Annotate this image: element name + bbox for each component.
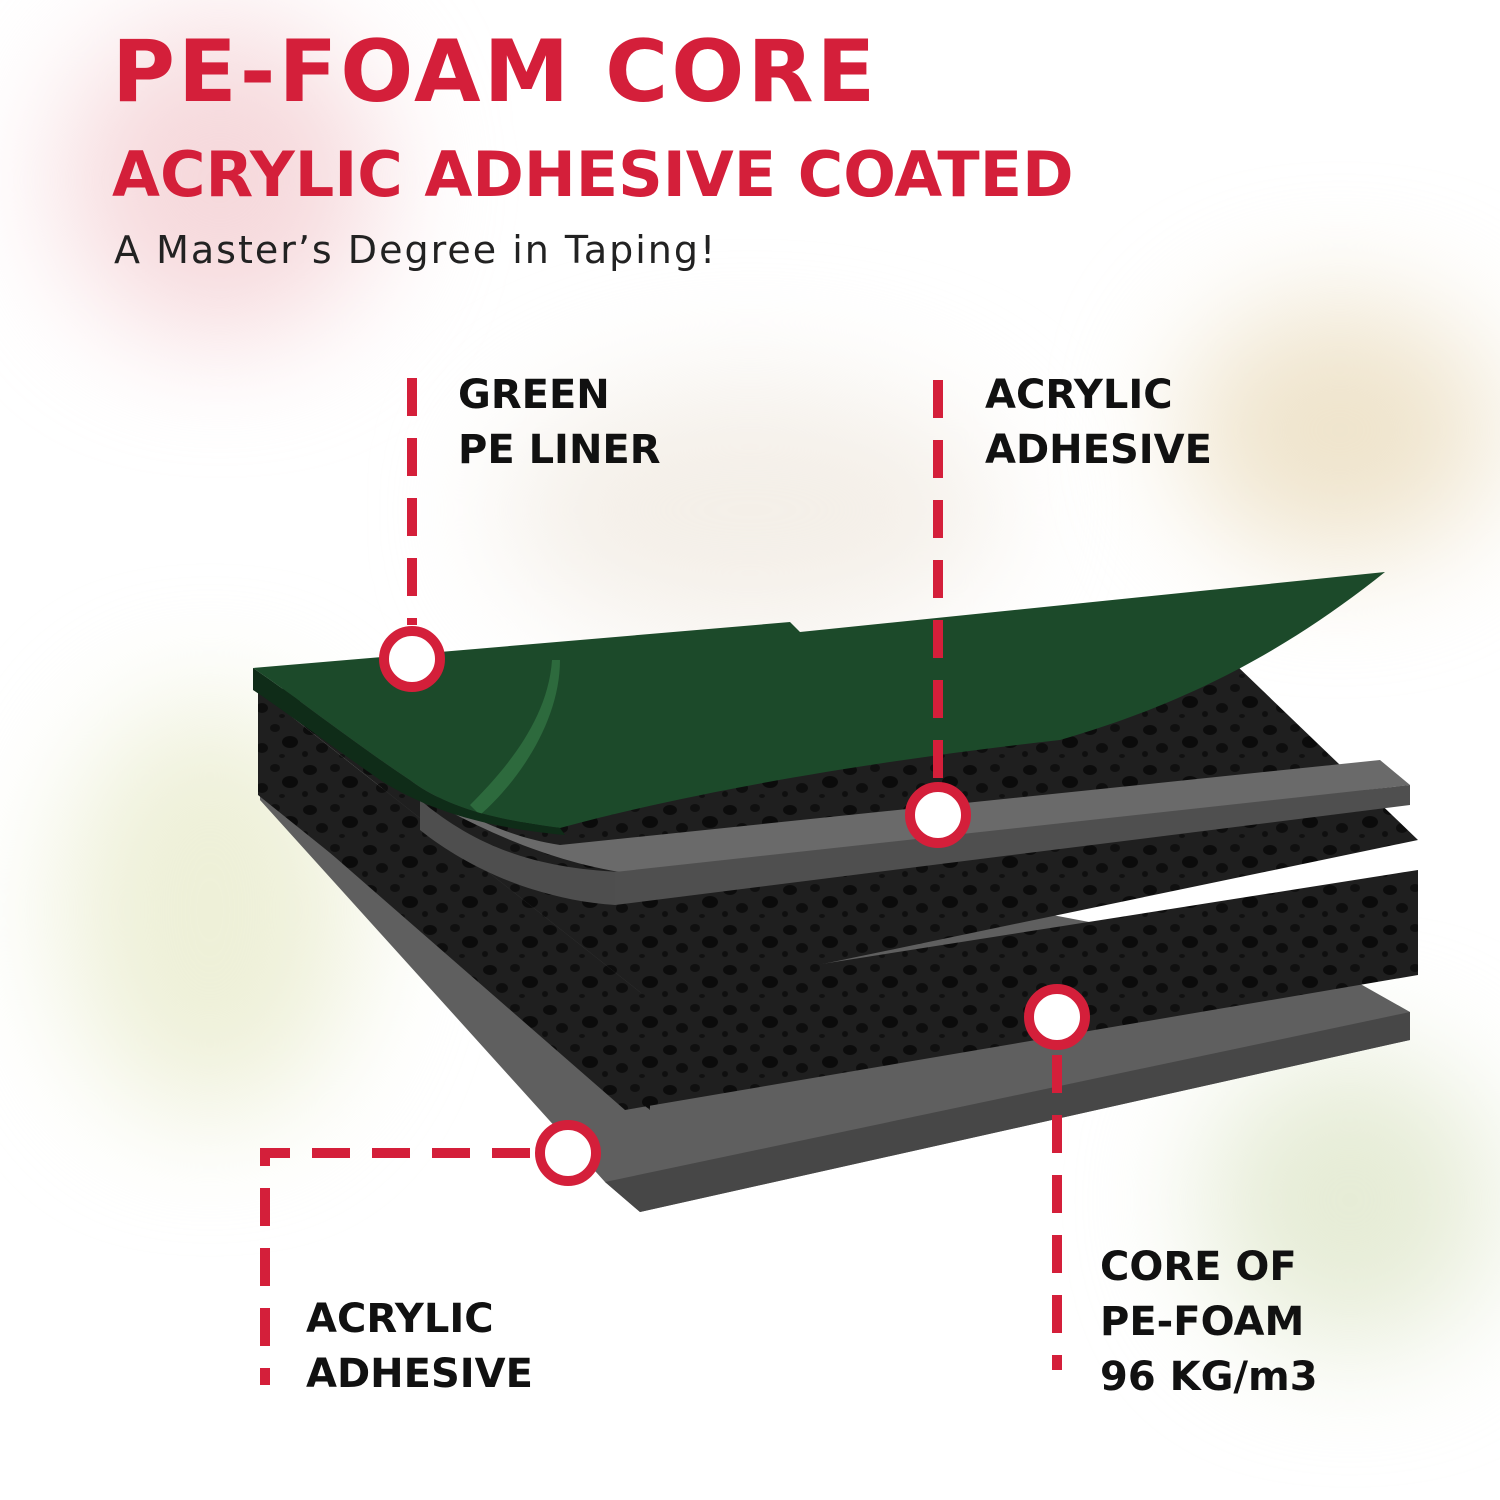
marker-adhesive-bottom bbox=[535, 1120, 601, 1186]
green-liner-top bbox=[253, 572, 1385, 828]
callout-line: ACRYLIC bbox=[306, 1296, 494, 1342]
top-adhesive-edge bbox=[615, 785, 1410, 905]
callout-acrylic-adhesive-top: ACRYLIC ADHESIVE bbox=[985, 368, 1212, 478]
callout-pe-foam-core: CORE OF PE-FOAM 96 KG/m3 bbox=[1100, 1240, 1318, 1405]
callout-line: ADHESIVE bbox=[306, 1351, 533, 1397]
callout-line: ACRYLIC bbox=[985, 372, 1173, 418]
top-adhesive-layer bbox=[300, 680, 1410, 875]
marker-core bbox=[1024, 984, 1090, 1050]
background-blob bbox=[1200, 1050, 1500, 1350]
callout-line: PE LINER bbox=[458, 427, 661, 473]
leader-line-adhesive-bottom bbox=[260, 1148, 530, 1385]
callout-acrylic-adhesive-bottom: ACRYLIC ADHESIVE bbox=[306, 1292, 533, 1402]
top-adhesive-underside bbox=[420, 800, 620, 905]
green-liner-curl bbox=[470, 660, 560, 815]
background-blob bbox=[1180, 300, 1500, 560]
callout-line: GREEN bbox=[458, 372, 610, 418]
callout-line: ADHESIVE bbox=[985, 427, 1212, 473]
callout-green-pe-liner: GREEN PE LINER bbox=[458, 368, 661, 478]
callout-line: 96 KG/m3 bbox=[1100, 1354, 1318, 1400]
bottom-adhesive-edge bbox=[605, 1012, 1410, 1212]
callout-line: PE-FOAM bbox=[1100, 1299, 1305, 1345]
background-blob bbox=[60, 20, 380, 340]
foam-core-front-face bbox=[625, 870, 1418, 1110]
main-title: PE-FOAM CORE bbox=[112, 22, 879, 122]
marker-adhesive-top bbox=[905, 782, 971, 848]
callout-line: CORE OF bbox=[1100, 1244, 1297, 1290]
marker-liner bbox=[379, 626, 445, 692]
tagline: A Master’s Degree in Taping! bbox=[114, 228, 718, 272]
background-blob bbox=[500, 380, 1000, 640]
main-subtitle: ACRYLIC ADHESIVE COATED bbox=[112, 138, 1074, 211]
foam-core-side-face bbox=[258, 690, 650, 1110]
